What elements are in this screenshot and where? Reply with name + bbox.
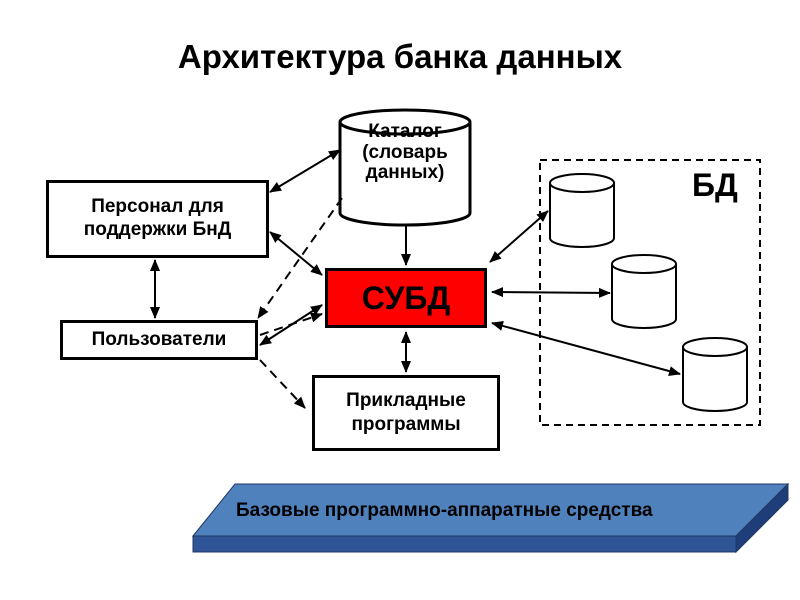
db-cylinder-2: [611, 254, 677, 329]
arrow-personnel-catalog: [269, 149, 341, 193]
db-cylinder-1: [549, 173, 615, 248]
catalog-label: Каталог (словарь данных): [362, 121, 448, 184]
arrow-users-dbms-dashed: [259, 312, 323, 336]
base-platform: [191, 482, 790, 554]
dbms-label: СУБД: [361, 279, 451, 316]
base-label: Базовые программно-аппаратные средства: [236, 500, 653, 521]
personnel-box: Персонал для поддержки БнД: [46, 180, 269, 258]
page-title: Архитектура банка данных: [177, 38, 623, 75]
catalog-cylinder: [338, 108, 472, 227]
db-container: [539, 159, 761, 426]
apps-label: Прикладные программы: [346, 390, 466, 435]
apps-box: Прикладные программы: [312, 375, 500, 451]
dbms-box: СУБД: [325, 268, 487, 328]
arrow-dbms-db1: [489, 210, 549, 263]
arrow-dbms-db3: [491, 321, 681, 376]
arrow-dbms-db2: [491, 287, 611, 298]
users-label: Пользователи: [91, 329, 227, 350]
arrow-personnel-dbms: [269, 231, 323, 276]
personnel-label: Персонал для поддержки БнД: [83, 196, 232, 240]
arrow-users-apps-dashed: [259, 359, 306, 409]
db-cylinder-3: [682, 337, 748, 412]
db-label: БД: [692, 167, 738, 203]
users-box: Пользователи: [60, 320, 258, 360]
arrow-catalog-users-dashed: [257, 197, 343, 319]
